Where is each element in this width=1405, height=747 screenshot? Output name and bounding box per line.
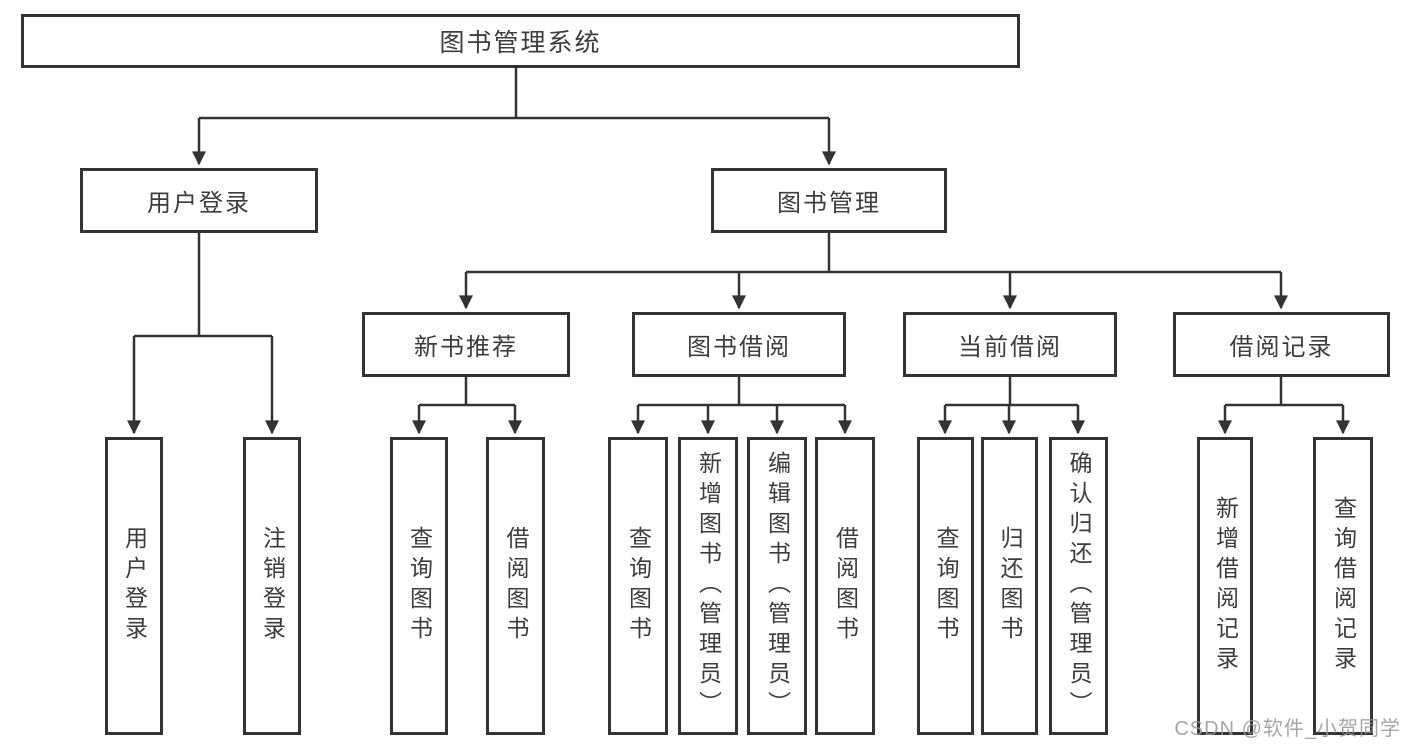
leaf-user-login: 用户登录 [105, 437, 163, 735]
node-new-book-recommendation: 新书推荐 [362, 312, 570, 377]
leaf-query-books-recommend: 查询图书 [390, 437, 448, 735]
leaf-add-books-admin: 新增图书（管理员） [678, 437, 738, 735]
node-current-borrowing: 当前借阅 [903, 312, 1117, 377]
node-book-management: 图书管理 [711, 168, 947, 233]
leaf-add-borrow-record: 新增借阅记录 [1197, 437, 1253, 735]
leaf-confirm-return-admin: 确认归还（管理员） [1049, 437, 1108, 735]
node-book-borrowing: 图书借阅 [632, 312, 846, 377]
csdn-watermark: CSDN @软件_小贺同学 [1174, 718, 1401, 740]
leaf-query-books-borrowing: 查询图书 [608, 437, 668, 735]
leaf-logout: 注销登录 [243, 437, 301, 735]
leaf-borrow-books-recommend: 借阅图书 [486, 437, 545, 735]
leaf-edit-books-admin: 编辑图书（管理员） [747, 437, 807, 735]
node-library-system: 图书管理系统 [21, 14, 1020, 68]
node-user-login: 用户登录 [80, 168, 318, 233]
leaf-return-books: 归还图书 [981, 437, 1038, 735]
leaf-query-books-current: 查询图书 [917, 437, 974, 735]
leaf-query-borrow-record: 查询借阅记录 [1313, 437, 1373, 735]
node-borrowing-records: 借阅记录 [1173, 312, 1390, 377]
leaf-borrow-books: 借阅图书 [815, 437, 875, 735]
